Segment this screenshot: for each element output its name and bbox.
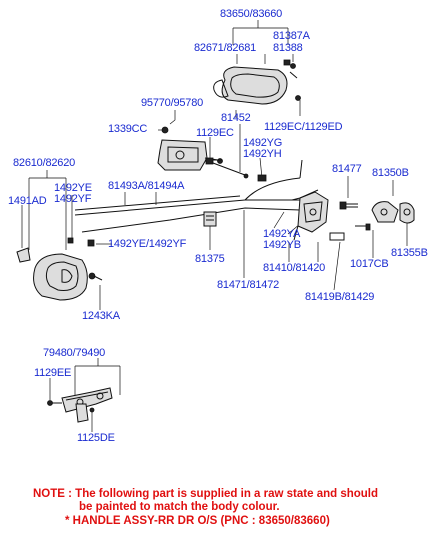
label-1125de: 1125DE (77, 432, 115, 444)
label-81452: 81452 (221, 112, 251, 124)
inside-handle-drawing (157, 126, 249, 179)
label-81375: 81375 (195, 253, 225, 265)
label-95770: 95770/95780 (141, 97, 204, 109)
screw-drawings (205, 157, 267, 182)
note-line-2: be painted to match the body colour. (79, 501, 280, 513)
label-1129ec: 1129EC (196, 127, 234, 139)
label-81471: 81471/81472 (217, 279, 280, 291)
label-1129ec-1129ed: 1129EC/1129ED (264, 121, 343, 133)
door-hinge-drawing (47, 387, 113, 423)
label-1492ye: 1492YE (54, 182, 92, 194)
clip-drawing (203, 211, 217, 227)
note-line-1: NOTE : The following part is supplied in… (33, 488, 379, 500)
door-latch-drawing (291, 191, 345, 241)
label-82671: 82671/82681 (194, 42, 257, 54)
connecting-rods-drawing (74, 159, 319, 233)
escutcheon-drawing (16, 237, 103, 301)
label-81388: 81388 (273, 42, 303, 54)
label-1339cc: 1339CC (108, 123, 148, 135)
label-1492ye-1492yf: 1492YE/1492YF (108, 238, 187, 250)
label-1492yf: 1492YF (54, 193, 92, 205)
label-81387a: 81387A (273, 30, 310, 42)
label-1491ad: 1491AD (8, 195, 47, 207)
label-1492yg: 1492YG (243, 137, 283, 149)
note-line-3: * HANDLE ASSY-RR DR O/S (PNC : 83650/836… (65, 515, 330, 527)
label-81419b: 81419B/81429 (305, 291, 375, 303)
striker-drawing (355, 201, 415, 231)
bolt-drawing (339, 201, 358, 210)
label-82610: 82610/82620 (13, 157, 76, 169)
label-1492ya: 1492YA (263, 228, 301, 240)
label-81355b: 81355B (391, 247, 428, 259)
label-81410: 81410/81420 (263, 262, 326, 274)
label-1243ka: 1243KA (82, 310, 120, 322)
label-outside-handle-assy: 83650/83660 (220, 8, 283, 20)
outside-handle-drawing (213, 59, 301, 105)
label-1492yb: 1492YB (263, 239, 301, 251)
label-1017cb: 1017CB (350, 258, 389, 270)
label-81477: 81477 (332, 163, 362, 175)
label-81493a: 81493A/81494A (108, 180, 185, 192)
label-1492yh: 1492YH (243, 148, 282, 160)
label-1129ee: 1129EE (34, 367, 72, 379)
label-81350b: 81350B (372, 167, 409, 179)
label-79480: 79480/79490 (43, 347, 106, 359)
